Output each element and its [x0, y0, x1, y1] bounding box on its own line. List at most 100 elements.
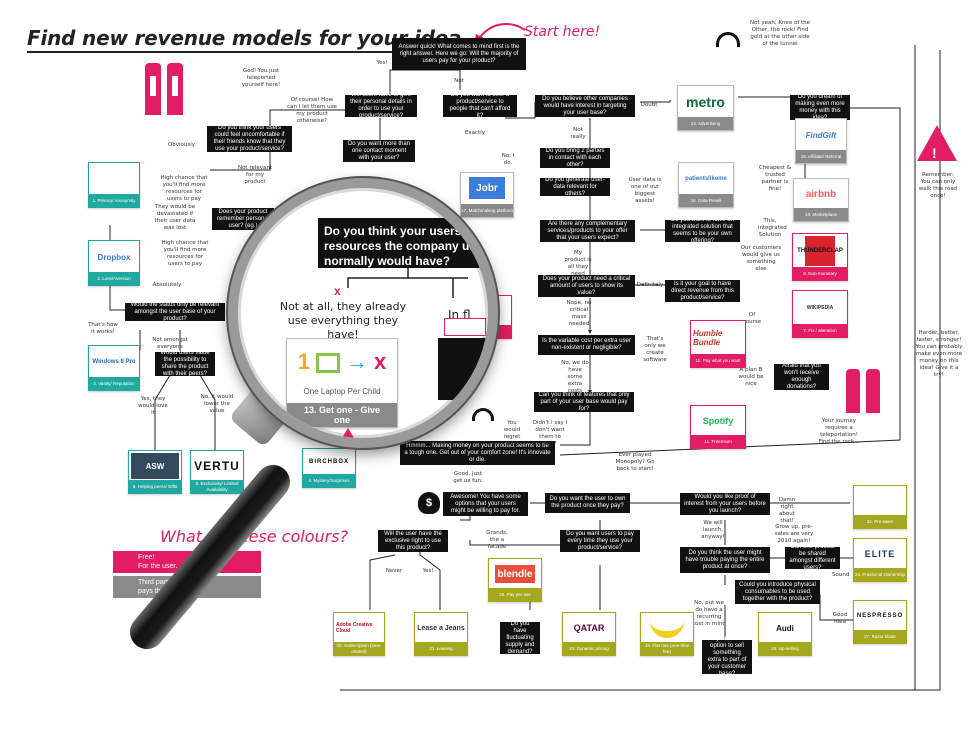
note-sound: Sound	[832, 572, 850, 578]
laptop-icon	[316, 353, 340, 373]
model-card-label: 18. Marketplace	[794, 208, 848, 221]
question-contact-moment[interactable]: Do you want more than one contact moment…	[343, 140, 415, 162]
question-shared-product[interactable]: Can one product be shared amongst differ…	[785, 544, 840, 571]
note-didnt-say: Didn't I say I don't want them to pay?	[532, 420, 568, 447]
note-high-chance-2: High chance that you'll find more resour…	[161, 240, 209, 267]
model-card-label: 14. Advertising	[678, 117, 733, 130]
note-yes-2: Yes!	[422, 568, 434, 574]
note-no-i-do: No, I do.	[501, 153, 515, 166]
note-yes: Yes!	[376, 60, 388, 66]
note-my-product: My product is all they need	[564, 250, 592, 277]
question-bring-parties[interactable]: Do you bring 2 parties in contact with e…	[540, 148, 610, 168]
question-integrated[interactable]: Do you want to have an integrated soluti…	[665, 217, 740, 244]
model-card-matchmaking[interactable]: Jobr 17. Matchmaking platform	[460, 172, 514, 218]
note-good-idea: Good idea	[832, 612, 848, 625]
teleport-person-icon-2	[846, 365, 886, 415]
model-card-loss-aversion[interactable]: Dropbox 2. Loss/Aversion	[88, 240, 140, 286]
question-dream-money[interactable]: Do you dream of making even more money w…	[790, 94, 850, 121]
note-doubt: Doubt	[640, 102, 658, 108]
olpc-brand: One Laptop Per Child	[303, 387, 381, 396]
model-card-flat-rate[interactable]: 19. Flat rate (one-time fee)	[640, 612, 694, 656]
model-card-subscription[interactable]: Adobe Creative Cloud 20. Subscription (t…	[333, 612, 385, 656]
model-card-dynamic-pricing[interactable]: QATAR 23. Dynamic pricing	[562, 612, 616, 656]
page-title: Find new revenue models for your idea	[27, 26, 462, 53]
question-awesome[interactable]: Awesome! You have some options that your…	[443, 492, 528, 516]
model-card-pay-what-you-want[interactable]: Humble Bundle 11. Pay what you want	[690, 320, 746, 368]
note-good-just: Good, just get us fun.	[453, 471, 483, 484]
audi-logo: Audi	[776, 623, 794, 633]
lens-black-box	[438, 338, 488, 400]
model-card-wikipedia[interactable]: WIKIPEDIA 7. Fix / alteration	[792, 290, 848, 338]
start-here-label: Start here!	[524, 24, 601, 40]
question-remember-user[interactable]: Does your product remember personal user…	[212, 208, 274, 230]
money-bag-icon: $	[418, 492, 440, 514]
question-other-companies[interactable]: Do you believe other companies would hav…	[535, 95, 635, 117]
model-card-helping-peers[interactable]: ASW 6. Helping peers/ Gifts	[128, 450, 182, 494]
question-trouble-paying[interactable]: Do you think the user might have trouble…	[680, 547, 770, 573]
lens-model-card-olpc[interactable]: 1 → x One Laptop Per Child 13. Get one -…	[286, 338, 398, 428]
model-card-up-selling[interactable]: Audi 26. Up-selling	[758, 612, 812, 656]
pre-sales-logo	[856, 488, 904, 514]
note-no-would: No, it would lower the value	[200, 394, 234, 414]
question-complementary[interactable]: Are there any complementary services/pro…	[540, 220, 635, 242]
model-card-privacy[interactable]: 1. Privacy/ Anonymity	[88, 162, 140, 208]
model-card-non-monetary[interactable]: THUNDERCLAP 8. Non-monetary	[792, 233, 848, 281]
model-card-pre-sales[interactable]: 22. Pre-sales	[853, 485, 907, 529]
question-user-data[interactable]: Do you generate user-data relevant for o…	[540, 177, 610, 197]
model-card-label: 3. Vanity/ Reputation	[89, 377, 139, 390]
question-hmmm[interactable]: Hmmm... Making money on your product see…	[400, 441, 555, 465]
note-thats-how: That's how it works!	[88, 322, 118, 335]
model-card-leasing[interactable]: Lease a Jeans 21. Leasing	[414, 612, 468, 656]
question-features[interactable]: Can you think of features that only part…	[534, 392, 634, 412]
model-card-razor-blade[interactable]: NESPRESSO 27. Razor blade	[853, 600, 907, 644]
model-card-affiliate[interactable]: FindGift 15. Affiliate/ Referral	[795, 118, 847, 164]
model-card-pay-per-use[interactable]: blendle 25. Pay per use	[488, 558, 542, 602]
model-card-data-resell[interactable]: patientslikeme 16. Data Resell	[678, 162, 734, 208]
tunnel-icon-2	[472, 408, 494, 421]
note-not-really: Not really	[570, 127, 586, 140]
question-personal-details[interactable]: Will users have to give their personal d…	[345, 92, 417, 119]
question-fluctuating[interactable]: Do you have fluctuating supply and deman…	[500, 621, 540, 655]
note-damn-right: Damn right about that!	[778, 497, 796, 524]
child-icon: x	[374, 349, 387, 374]
model-card-vanity[interactable]: Windows 8 Pro 3. Vanity/ Reputation	[88, 345, 140, 391]
question-pay-every-time[interactable]: Do you want users to pay every time they…	[560, 530, 640, 552]
question-exclusive-right[interactable]: Will the user have the exclusive right t…	[378, 530, 448, 552]
olpc-one-icon: 1	[297, 349, 310, 374]
note-journey: Your journey requires a teleportation! F…	[818, 418, 860, 445]
question-critical-amount[interactable]: Does your product need a critical amount…	[538, 275, 635, 297]
question-offer-product[interactable]: Do you want to offer a product/service t…	[443, 92, 517, 119]
question-share-peers[interactable]: Would users value the possibility to sha…	[155, 350, 215, 377]
model-card-advertising[interactable]: metro 14. Advertising	[677, 85, 734, 131]
metro-logo: metro	[686, 94, 725, 110]
question-start[interactable]: Answer quick! What comes to mind first i…	[392, 38, 526, 70]
question-sell-extra[interactable]: Do you see the option to sell something …	[702, 636, 752, 677]
question-own-product[interactable]: Do you want the user to own the product …	[545, 493, 630, 513]
question-physical-consumables[interactable]: Could you introduce physical consumables…	[735, 580, 820, 604]
model-card-fractional-ownership[interactable]: ELITE 24. Fractional Ownership	[853, 538, 907, 582]
note-absolutely: Absolutely	[152, 282, 182, 288]
model-card-exclusivity[interactable]: VERTU 5. Exclusivity/ Limited Availabili…	[190, 450, 244, 494]
note-plan-b: A plan B would be nice	[738, 367, 764, 387]
qatar-logo: QATAR	[573, 623, 605, 633]
model-card-mystery[interactable]: BIRCHBOX 4. Mystery/Surprises	[302, 448, 356, 488]
question-direct-revenue[interactable]: Is it your goal to have direct revenue f…	[665, 280, 740, 302]
model-card-label: 7. Fix / alteration	[793, 324, 847, 337]
question-uncomfortable[interactable]: Do you think your users could feel uncom…	[207, 125, 292, 152]
flat-rate-logo	[643, 615, 691, 641]
note-thats-only: That's only we create software	[643, 336, 667, 363]
note-user-data: User data is one of our biggest assets!	[628, 177, 662, 204]
question-proof-interest[interactable]: Would you like proof of interest from yo…	[680, 493, 770, 515]
question-status[interactable]: Would the status only be relevant amongs…	[125, 302, 225, 322]
model-card-freemium[interactable]: Spotify 11. Freemium	[690, 405, 746, 449]
thunderclap-logo: THUNDERCLAP	[797, 236, 843, 266]
note-of-course: Of course! How can I let them use my pro…	[287, 97, 337, 124]
note-harder: Harder, better, faster, stronger! You ca…	[915, 330, 963, 378]
model-card-label: 6. Helping peers/ Gifts	[129, 480, 181, 493]
question-afraid-donations[interactable]: Afraid that you won't receive enough don…	[774, 363, 829, 390]
question-variable-cost[interactable]: Is the variable cost per extra user non-…	[538, 335, 635, 355]
birchbox-logo: BIRCHBOX	[308, 459, 349, 465]
model-card-label: 21. Leasing	[415, 642, 467, 655]
model-card-marketplace[interactable]: airbnb 18. Marketplace	[793, 178, 849, 222]
